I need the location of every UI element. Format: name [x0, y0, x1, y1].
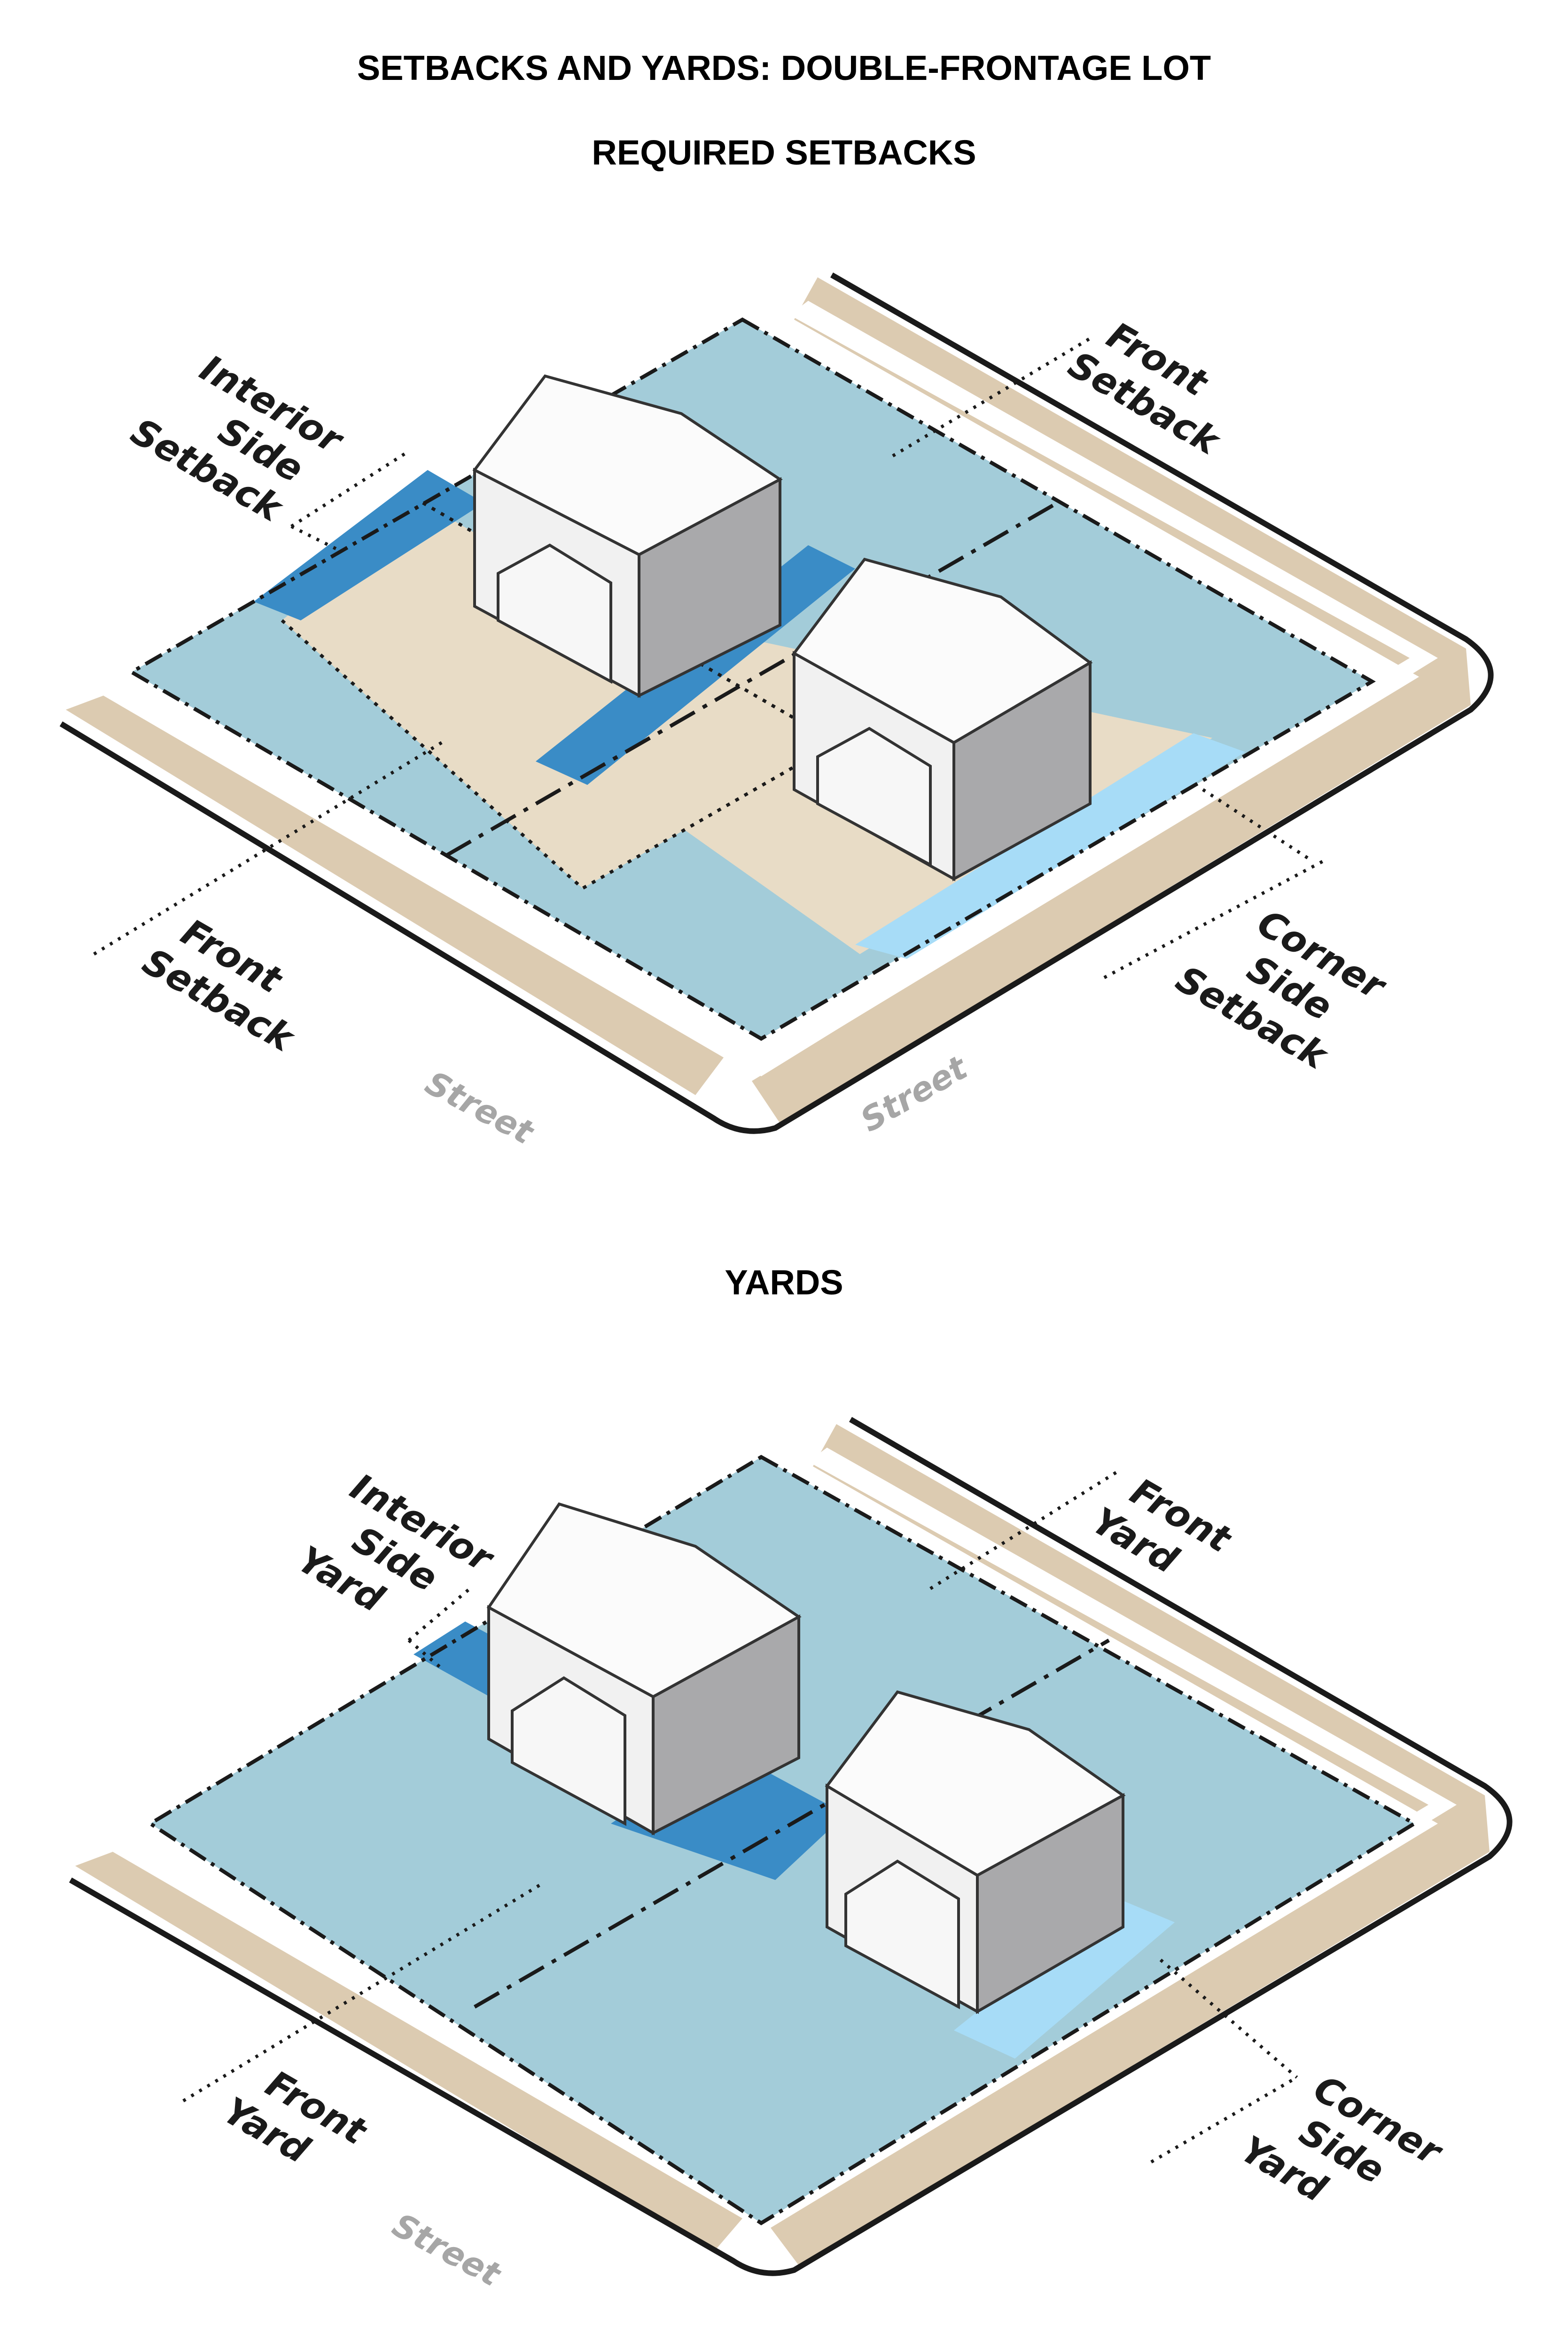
street-edge — [59, 272, 1494, 1134]
house-right — [792, 557, 1093, 882]
page-title: SETBACKS AND YARDS: DOUBLE-FRONTAGE LOT — [357, 48, 1211, 87]
street-edge-yards — [69, 1417, 1513, 2276]
label-front-yard-bottom: Front Yard — [216, 2063, 374, 2172]
house-left — [472, 374, 783, 698]
corner-side-yard — [954, 1899, 1175, 2059]
interior-side-setback-left — [254, 470, 484, 620]
label-corner-side-yard: Corner Side Yard — [1233, 2068, 1450, 2211]
setbacks-heading: REQUIRED SETBACKS — [592, 133, 976, 172]
setbacks-diagram: Interior Side Setback Front Setback Fron… — [59, 272, 1494, 1152]
label-front-yard-top: Front Yard — [1084, 1471, 1239, 1582]
leader-lines-yards — [182, 1470, 1298, 2164]
label-street-yards: Street — [386, 2206, 508, 2295]
house-left-yards — [486, 1502, 802, 1836]
yards-heading: YARDS — [725, 1263, 843, 1302]
leader-lines — [93, 337, 1326, 979]
interior-side-yard-middle — [611, 1748, 846, 1880]
corner-side-setback — [855, 733, 1245, 959]
house-right-yards — [825, 1690, 1126, 2014]
